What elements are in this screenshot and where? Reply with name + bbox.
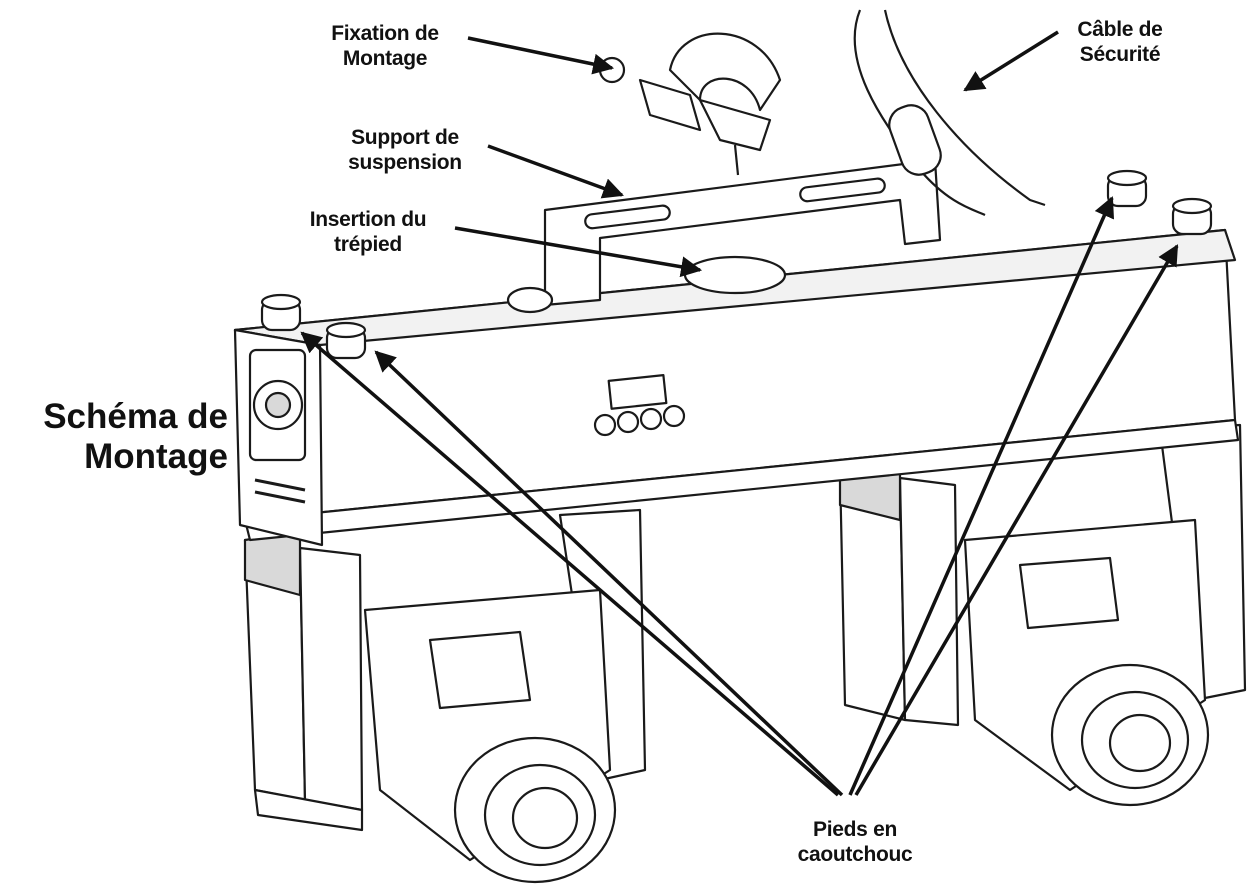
label-hanging-bracket: Support de suspension [320, 126, 490, 176]
label-mounting-clamp: Fixation de Montage [300, 22, 470, 72]
label-rubber-feet: Pieds en caoutchouc [765, 818, 945, 868]
label-safety-cable-line-2: Sécurité [1079, 42, 1161, 66]
label-mounting-clamp-line-1: Fixation de [331, 22, 439, 45]
label-tripod-insert-line-1: Insertion du [309, 208, 427, 231]
title-line-1: Schéma de [43, 397, 228, 436]
right-moving-head [838, 423, 1247, 807]
mounting-clamp [598, 32, 782, 176]
label-mounting-clamp-line-2: Montage [342, 46, 428, 70]
label-tripod-insert: Insertion du trépied [278, 208, 458, 258]
pointer-arrows [300, 30, 1179, 797]
label-rubber-feet-line-1: Pieds en [813, 818, 897, 841]
label-hanging-bracket-line-2: suspension [348, 150, 462, 174]
label-tripod-insert-line-2: trépied [334, 232, 402, 256]
safety-cable [853, 9, 1046, 216]
diagram-title: Schéma de Montage [8, 397, 228, 478]
label-safety-cable: Câble de Sécurité [1050, 18, 1190, 68]
label-safety-cable-line-1: Câble de [1077, 18, 1163, 41]
rubber-feet [260, 169, 1213, 360]
tripod-hole [683, 255, 787, 295]
label-rubber-feet-line-2: caoutchouc [797, 842, 913, 866]
fixture-drawing [233, 9, 1247, 884]
title-line-2: Montage [84, 437, 228, 477]
left-moving-head [243, 508, 647, 884]
label-hanging-bracket-line-1: Support de [351, 126, 459, 149]
control-panel [593, 374, 686, 437]
